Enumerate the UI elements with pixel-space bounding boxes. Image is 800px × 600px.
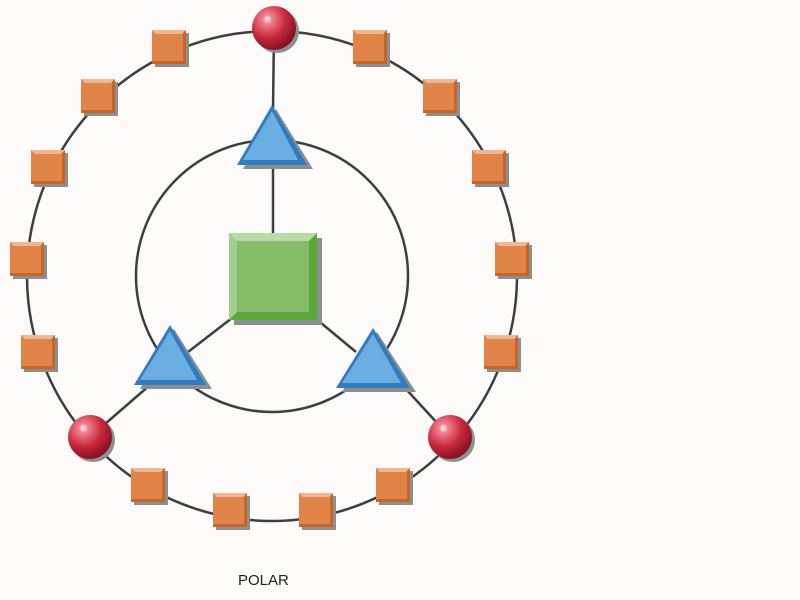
sphere-node[interactable] xyxy=(428,415,475,462)
small-square-node[interactable] xyxy=(423,79,460,116)
edge xyxy=(187,317,233,353)
small-square-node[interactable] xyxy=(213,493,250,530)
small-square-node[interactable] xyxy=(472,150,509,187)
triangle-node[interactable] xyxy=(134,325,212,389)
diagram-title: POLAR xyxy=(238,572,289,589)
small-square-node[interactable] xyxy=(31,150,68,187)
small-square-node[interactable] xyxy=(131,468,168,505)
triangle-node[interactable] xyxy=(336,328,416,392)
center-node[interactable] xyxy=(229,233,322,325)
small-square-node[interactable] xyxy=(495,242,532,279)
sphere-node[interactable] xyxy=(68,415,115,462)
small-square-node[interactable] xyxy=(484,335,521,372)
small-square-node[interactable] xyxy=(21,335,58,372)
small-square-node[interactable] xyxy=(152,30,189,67)
small-square-node[interactable] xyxy=(10,242,47,279)
small-square-node[interactable] xyxy=(353,30,390,67)
triangle-node[interactable] xyxy=(237,105,313,169)
sphere-node[interactable] xyxy=(252,6,299,53)
small-square-node[interactable] xyxy=(299,493,336,530)
small-square-node[interactable] xyxy=(81,79,118,116)
small-square-node[interactable] xyxy=(376,468,413,505)
